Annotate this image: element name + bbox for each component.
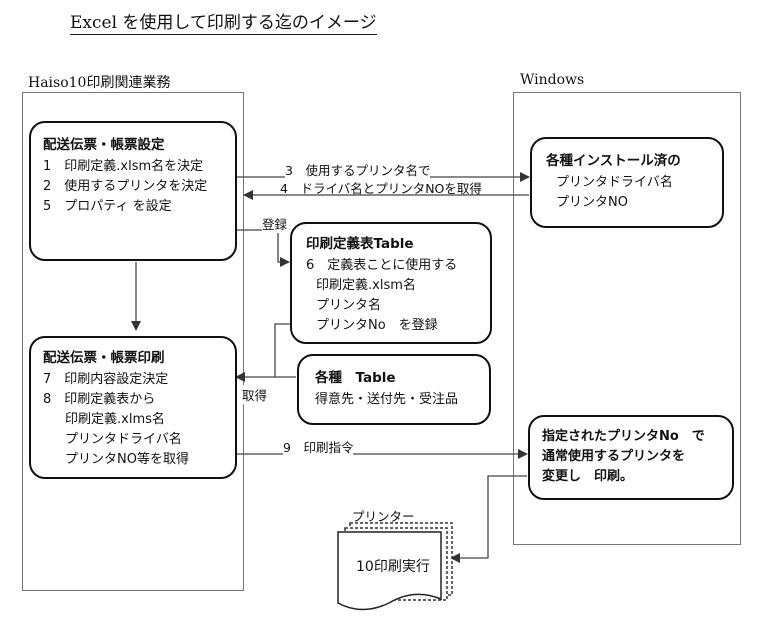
definition-step-6: 6 定義表ことに使用する xyxy=(306,258,458,273)
definition-xlsm-name: 印刷定義.xlsm名 xyxy=(316,278,416,293)
print-driver-name: プリンタドライバ名 xyxy=(65,432,182,447)
windows-print-line-1: 指定されたプリンタNo で xyxy=(542,429,705,444)
windows-print-line-3: 変更し 印刷。 xyxy=(542,469,634,484)
windows-print-box: 指定されたプリンタNo で 通常使用するプリンタを 変更し 印刷。 xyxy=(528,415,734,500)
printer-label: プリンター xyxy=(352,509,415,524)
installed-printer-no: プリンタNO xyxy=(556,195,628,210)
haiso-panel xyxy=(22,92,244,591)
right-panel-label: Windows xyxy=(520,72,585,88)
left-panel-label: Haiso10印刷関連業務 xyxy=(28,75,171,91)
settings-step-1: 1 印刷定義.xlsm名を決定 xyxy=(43,159,204,174)
installed-drivers-box: 各種インストール済の プリンタドライバ名 プリンタNO xyxy=(530,137,724,228)
arrow-register xyxy=(236,229,290,267)
definition-table-header: 印刷定義表Table xyxy=(306,236,414,252)
misc-table-contents: 得意先・送付先・受注品 xyxy=(315,392,459,407)
windows-print-line-2: 通常使用するプリンタを xyxy=(542,449,686,464)
print-step-7: 7 印刷内容設定決定 xyxy=(43,372,169,387)
arrow-fetch xyxy=(235,323,291,382)
label-use-printer: 3 使用するプリンタ名で xyxy=(285,160,431,179)
installed-box-header: 各種インストール済の xyxy=(546,153,681,169)
misc-table-box: 各種 Table 得意先・送付先・受注品 xyxy=(297,354,491,425)
label-fetch: 取得 xyxy=(242,385,268,404)
print-box: 配送伝票・帳票印刷 7 印刷内容設定決定 8 印刷定義表から 印刷定義.xlms… xyxy=(29,336,237,479)
definition-printer-no: プリンタNo を登録 xyxy=(316,318,438,333)
page-title: Excel を使用して印刷する迄のイメージ xyxy=(70,8,377,35)
print-xlms-name: 印刷定義.xlms名 xyxy=(65,412,165,427)
settings-step-2: 2 使用するプリンタを決定 xyxy=(43,179,208,194)
settings-box: 配送伝票・帳票設定 1 印刷定義.xlsm名を決定 2 使用するプリンタを決定 … xyxy=(29,121,237,261)
definition-table-box: 印刷定義表Table 6 定義表ことに使用する 印刷定義.xlsm名 プリンタ名… xyxy=(290,222,492,344)
label-print-command: 9 印刷指令 xyxy=(283,437,354,456)
settings-step-5: 5 プロパティ を設定 xyxy=(43,199,172,214)
settings-box-header: 配送伝票・帳票設定 xyxy=(43,137,165,153)
print-step-8: 8 印刷定義表から xyxy=(43,392,156,407)
label-get-driver: 4 ドライバ名とプリンタNOを取得 xyxy=(280,181,482,196)
windows-panel xyxy=(513,92,741,545)
installed-driver-name: プリンタドライバ名 xyxy=(556,175,673,190)
arrow-to-printer xyxy=(450,475,527,563)
printer-document-icon xyxy=(337,522,453,611)
definition-printer-name: プリンタ名 xyxy=(316,298,382,313)
label-register: 登録 xyxy=(262,214,288,233)
print-printer-no: プリンタNO等を取得 xyxy=(65,452,189,467)
printer-doc-text: 10印刷実行 xyxy=(356,559,430,575)
print-box-header: 配送伝票・帳票印刷 xyxy=(43,350,165,366)
misc-table-header: 各種 Table xyxy=(315,370,396,386)
